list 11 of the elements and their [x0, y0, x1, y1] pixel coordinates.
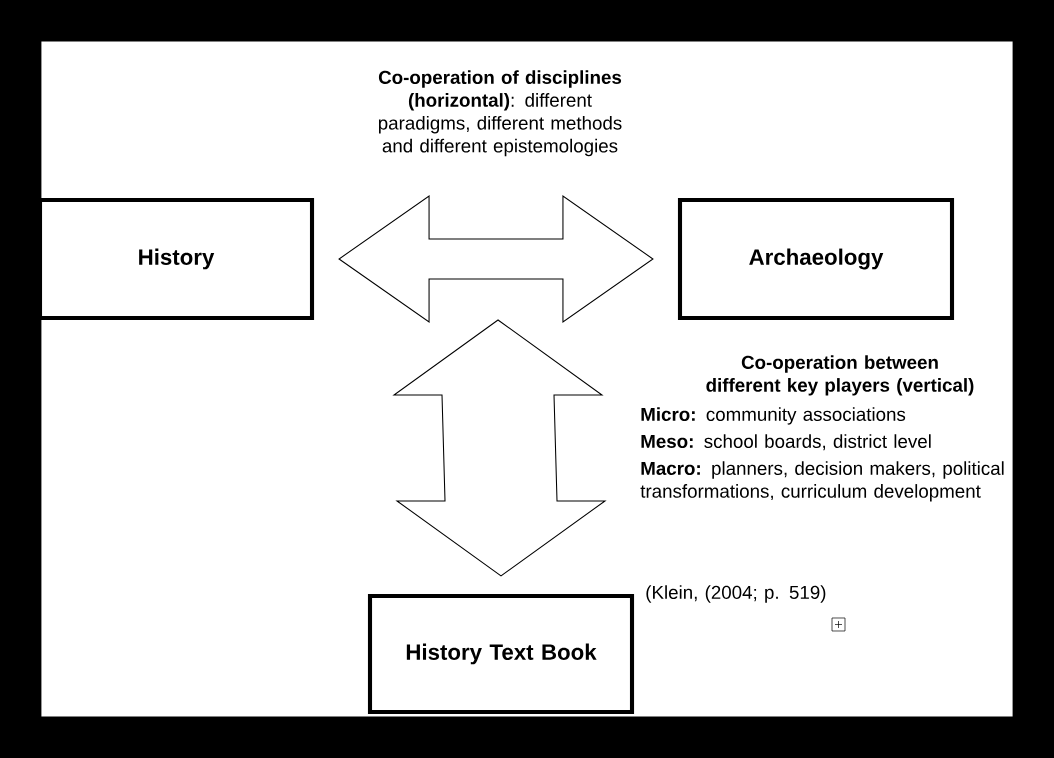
text-box: Archaeology	[677, 197, 955, 321]
block-arrow	[338, 195, 654, 323]
text-box: History Text Book	[367, 593, 635, 715]
annotation-text: Macro: planners, decision makers, political transformations, curriculum development	[640, 461, 1004, 502]
annotation-text: Micro: community associations	[641, 407, 906, 425]
citation-text: (Klein, (2004; p. 519)	[646, 585, 826, 603]
heading-text: Co-operation between different key players (vertical)	[706, 355, 974, 396]
annotation-text: Meso: school boards, district level	[641, 434, 931, 451]
block-arrow	[392, 319, 607, 577]
text-box: History	[37, 197, 315, 321]
annotation-text: Co-operation of disciplines (horizontal): different paradigms, different methods and different epistemologies	[378, 70, 622, 157]
